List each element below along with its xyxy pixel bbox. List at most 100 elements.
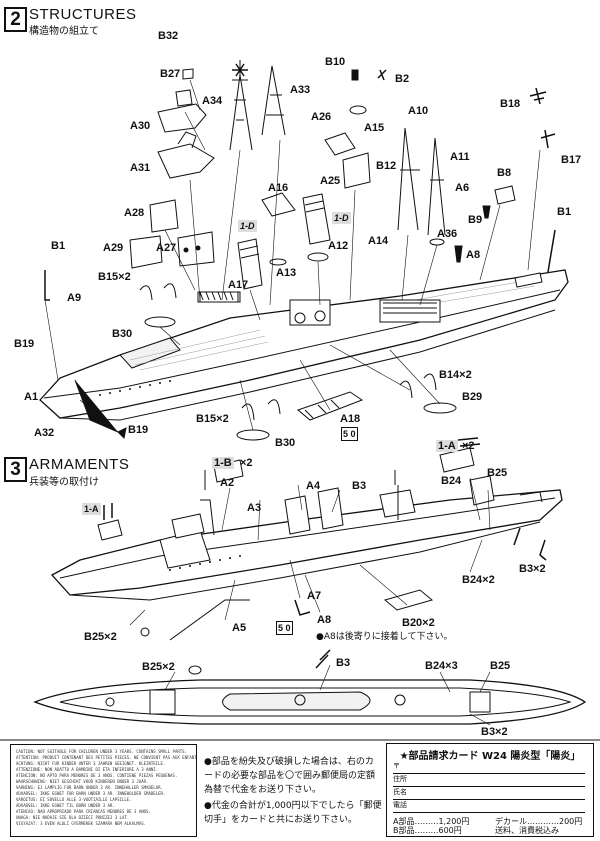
label-b3x2-s3b: B3×2 xyxy=(481,726,508,738)
section-3-number: 3 xyxy=(4,457,27,482)
label-a12: A12 xyxy=(328,240,349,252)
label-a3: A3 xyxy=(247,502,262,514)
label-a7: A7 xyxy=(307,590,322,602)
label-b19-bottom: B19 xyxy=(128,424,149,436)
stamp-1d-right: 1-D xyxy=(332,212,351,224)
label-b25x2-s3a: B25×2 xyxy=(84,631,117,643)
label-a14: A14 xyxy=(368,235,389,247)
section-2-number: 2 xyxy=(4,7,27,32)
label-b24x3: B24×3 xyxy=(425,660,458,672)
label-a2: A2 xyxy=(220,477,235,489)
label-b18: B18 xyxy=(500,98,521,110)
label-b12: B12 xyxy=(376,160,397,172)
warning-line: ATENCAO: NAO APROPRIADO PARA CRIANCAS ME… xyxy=(16,809,151,814)
label-a25: A25 xyxy=(320,175,341,187)
label-b24: B24 xyxy=(441,475,462,487)
s2-hull xyxy=(39,269,569,421)
label-b32: B32 xyxy=(158,30,179,42)
label-a11: A11 xyxy=(450,151,470,163)
label-b17: B17 xyxy=(561,154,582,166)
label-b3-s3b: B3 xyxy=(336,657,351,669)
label-a1: A1 xyxy=(24,391,39,403)
warning-line: ATENCION: NO APTO PARA MENORES DE 3 ANOS… xyxy=(16,773,178,778)
label-a13: A13 xyxy=(276,267,297,279)
warning-line: ACHTUNG: NICHT FUR KINDER UNTER 3 JAHREN… xyxy=(16,761,166,766)
label-b29: B29 xyxy=(462,391,483,403)
order-zip: 〒 xyxy=(393,761,585,774)
label-b19-top: B19 xyxy=(14,338,35,350)
parts-order-notes: ●部品を紛失及び破損した場合は、右のカードの必要な部品を〇で囲み郵便局の定額為替… xyxy=(204,755,382,827)
s3-top-view xyxy=(33,649,587,726)
note-stamps: ●代金の合計が1,000円以下でしたら「郵便切手」をカードと共にお送り下さい。 xyxy=(204,801,382,825)
label-b3-s3a: B3 xyxy=(352,480,367,492)
label-a33: A33 xyxy=(290,84,311,96)
callout-1b-count: ×2 xyxy=(240,457,253,469)
label-a16: A16 xyxy=(268,182,289,194)
section-2-subtitle: 構造物の組立て xyxy=(29,26,99,37)
label-b15-bottom: B15×2 xyxy=(196,413,229,425)
order-decal: デカール…………200円 xyxy=(495,817,583,826)
warning-line: VAROITUS: EI SOVELLU ALLE 3-VUOTIAILLE L… xyxy=(16,797,132,802)
label-b20: B20×2 xyxy=(402,617,435,629)
label-a4: A4 xyxy=(306,480,321,492)
label-a6: A6 xyxy=(455,182,470,194)
section-3-subtitle: 兵装等の取付け xyxy=(29,477,99,488)
label-b9: B9 xyxy=(468,214,483,226)
label-a29: A29 xyxy=(103,242,124,254)
note-a8: ●A8は後寄りに接着して下さい。 xyxy=(316,632,453,642)
warning-line: VIGYAZAT: 3 EVEN ALULI GYERMEKEK SZAMARA… xyxy=(16,821,147,826)
label-b14: B14×2 xyxy=(439,369,472,381)
badge-a18: 5 0 xyxy=(341,427,358,441)
label-a9: A9 xyxy=(67,292,82,304)
label-b25-s3b: B25 xyxy=(490,660,511,672)
label-b24x2: B24×2 xyxy=(462,574,495,586)
label-a27: A27 xyxy=(156,242,177,254)
label-b30-top: B30 xyxy=(112,328,133,340)
warning-line: UWAGA: NIE NADAJE SIE DLA DZIECI PONIZEJ… xyxy=(16,815,130,820)
callout-1a-left: 1-A xyxy=(82,503,101,515)
label-a36: A36 xyxy=(437,228,458,240)
order-address: 住所 xyxy=(393,774,585,787)
label-b27: B27 xyxy=(160,68,181,80)
label-a10: A10 xyxy=(408,105,429,117)
label-a26: A26 xyxy=(311,111,332,123)
callout-1a-count: ×2 xyxy=(462,440,475,452)
label-b8: B8 xyxy=(497,167,512,179)
warning-line: ADVARSEL: IKKE EGNET FOR BARN UNDER 3 AR… xyxy=(16,791,166,796)
label-b3x2-s3a: B3×2 xyxy=(519,563,546,575)
note-lost-parts: ●部品を紛失及び破損した場合は、右のカードの必要な部品を〇で囲み郵便局の定額為替… xyxy=(204,757,376,795)
warning-line: ADVARSEL: IKKE EGNET TIL BORN UNDER 3 AR… xyxy=(16,803,115,808)
order-b-parts: B部品………600円 xyxy=(393,826,462,835)
order-card-title: ★部品請求カード W24 陽炎型「陽炎」 xyxy=(399,751,581,762)
badge-a8: 5 0 xyxy=(276,621,293,635)
order-phone: 電話 xyxy=(393,800,585,813)
label-b15-top: B15×2 xyxy=(98,271,131,283)
warning-line: VARNING: EJ LAMPLIG FOR BARN UNDER 3 AR.… xyxy=(16,785,163,790)
label-b2: B2 xyxy=(395,73,410,85)
label-b10: B10 xyxy=(325,56,346,68)
order-shipping: 送料、消費税込み xyxy=(495,826,559,835)
parts-order-card: ★部品請求カード W24 陽炎型「陽炎」 〒 住所 氏名 電話 A部品………1,… xyxy=(386,743,594,837)
label-b25x2-s3b: B25×2 xyxy=(142,661,175,673)
label-b1-left: B1 xyxy=(51,240,66,252)
label-b30-bottom: B30 xyxy=(275,437,296,449)
label-a17: A17 xyxy=(228,279,249,291)
warning-line: ATTENTION: PRODUIT CONTENANT DES PETITES… xyxy=(16,755,196,760)
callout-1b: 1-B xyxy=(212,457,234,469)
callout-1a: 1-A xyxy=(436,440,458,452)
label-b1-right: B1 xyxy=(557,206,572,218)
label-a15: A15 xyxy=(364,122,385,134)
label-b25-s3a: B25 xyxy=(487,467,508,479)
s2-parts xyxy=(44,60,556,441)
warning-line: CAUTION: NOT SUITABLE FOR CHILDREN UNDER… xyxy=(16,749,187,754)
label-a32: A32 xyxy=(34,427,55,439)
label-a30: A30 xyxy=(130,120,151,132)
label-a8: A8 xyxy=(466,249,481,261)
s3-hull xyxy=(50,437,563,641)
order-a-parts: A部品………1,200円 xyxy=(393,817,470,826)
label-a31: A31 xyxy=(130,162,151,174)
label-a5: A5 xyxy=(232,622,247,634)
label-a18: A18 xyxy=(340,413,361,425)
label-a34: A34 xyxy=(202,95,223,107)
